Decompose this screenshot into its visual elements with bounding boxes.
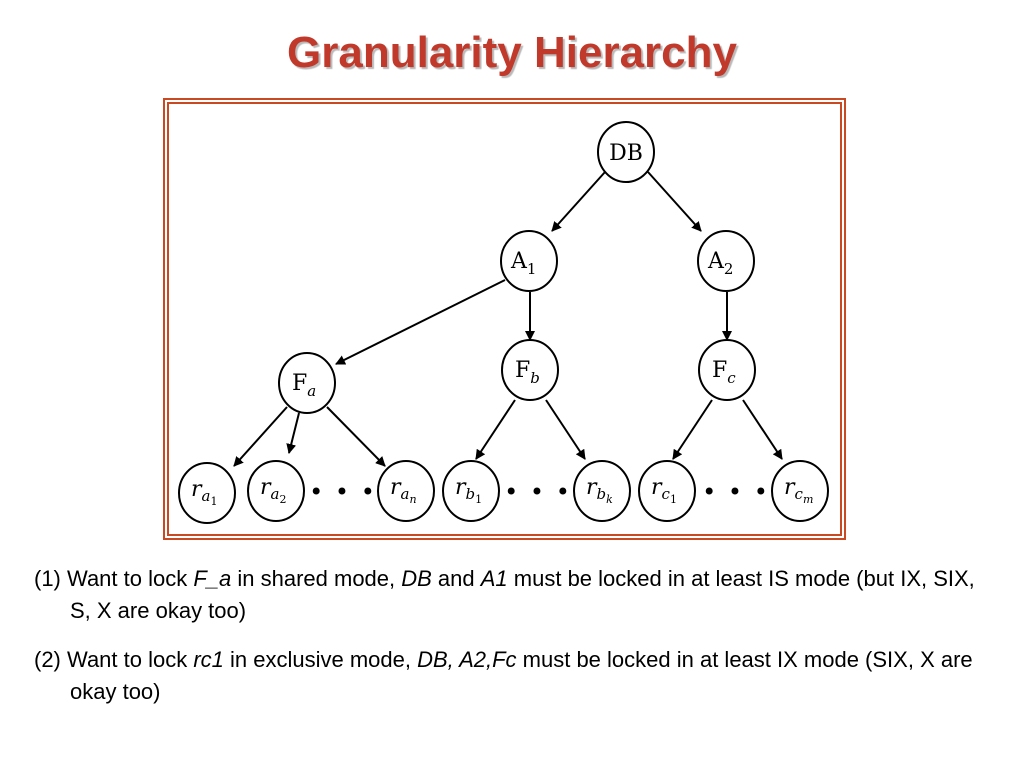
node-rbk-label: rbk: [586, 475, 613, 506]
edge-fb-rbk: [545, 399, 586, 460]
note-1-mid2: and: [431, 566, 481, 591]
node-fb: Fb: [501, 339, 559, 401]
slide-title: Granularity Hierarchy: [287, 28, 737, 77]
node-db: DB: [597, 121, 655, 183]
node-a2-label: A2: [707, 249, 733, 278]
node-ra1-label: ra1: [191, 477, 217, 508]
node-a2: A2: [697, 230, 755, 292]
note-1-prefix: (1) Want to lock: [34, 566, 194, 591]
node-ran: ran: [377, 460, 435, 522]
note-1-suffix: must be locked in at least IS mode (but …: [70, 566, 975, 623]
note-2-em-rc1: rc1: [193, 647, 224, 672]
ellipsis-b: • • •: [504, 478, 572, 506]
note-2-em-db-a2-fc: DB, A2,Fc: [417, 647, 517, 672]
note-2-suffix: must be locked in at least IX mode (SIX,…: [70, 647, 973, 704]
node-rc1: rc1: [638, 460, 696, 522]
note-2: (2) Want to lock rc1 in exclusive mode, …: [34, 644, 994, 708]
ellipsis-a: • • •: [309, 478, 377, 506]
node-ran-label: ran: [390, 475, 417, 506]
node-ra1: ra1: [178, 462, 236, 524]
tree-edges: [233, 171, 783, 467]
edge-fa-ra2: [286, 412, 300, 454]
node-rcm: rcm: [771, 460, 829, 522]
node-fa: Fa: [278, 352, 336, 414]
node-rb1: rb1: [442, 460, 500, 522]
node-db-label: DB: [609, 141, 643, 166]
hierarchy-diagram-frame: DB A1 A2 Fa Fb Fc ra1: [163, 98, 846, 540]
note-2-mid1: in exclusive mode,: [223, 647, 418, 672]
note-1-em-fa: F_a: [193, 566, 232, 591]
edge-fa-ra1: [233, 406, 288, 467]
node-fc-label: Fc: [712, 358, 736, 387]
note-1-em-a1: A1: [480, 566, 508, 591]
edge-db-a1: [551, 171, 606, 232]
note-2-prefix: (2) Want to lock: [34, 647, 194, 672]
node-fb-label: Fb: [515, 358, 540, 387]
node-rc1-label: rc1: [651, 475, 677, 506]
edge-db-a2: [647, 171, 702, 232]
node-a1-label: A1: [510, 249, 536, 278]
edge-a1-fa: [335, 279, 506, 365]
edge-fc-rcm: [742, 399, 783, 460]
note-1: (1) Want to lock F_a in shared mode, DB …: [34, 563, 994, 627]
node-rbk: rbk: [573, 460, 631, 522]
note-1-mid1: in shared mode,: [231, 566, 402, 591]
node-fc: Fc: [698, 339, 756, 401]
node-ra2-label: ra2: [260, 475, 286, 506]
note-1-em-db: DB: [401, 566, 432, 591]
edge-fa-ran: [326, 406, 386, 467]
node-ra2: ra2: [247, 460, 305, 522]
edge-fc-rc1: [672, 399, 713, 460]
node-fa-label: Fa: [292, 371, 316, 400]
node-rb1-label: rb1: [455, 475, 482, 506]
edge-fb-rb1: [475, 399, 516, 460]
ellipsis-c: • • •: [702, 478, 770, 506]
node-a1: A1: [500, 230, 558, 292]
hierarchy-tree: DB A1 A2 Fa Fb Fc ra1: [178, 121, 829, 524]
node-rcm-label: rcm: [784, 475, 813, 506]
